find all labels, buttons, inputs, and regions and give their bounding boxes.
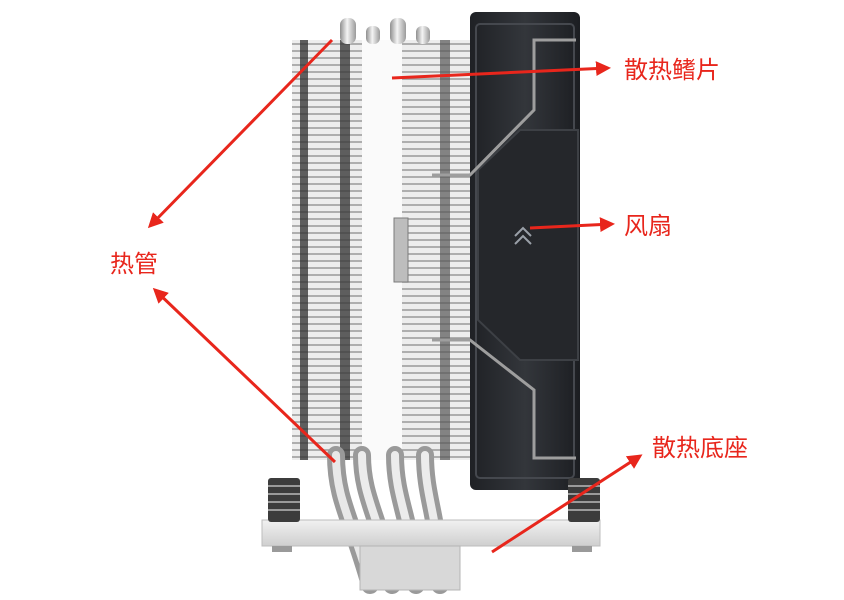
cooler-base (261, 519, 601, 591)
heatpipe-label: 热管 (110, 250, 158, 278)
heatsink-fins (292, 40, 470, 460)
fan-arrow (529, 217, 615, 233)
fan (470, 12, 580, 490)
fins-label: 散热鳍片 (624, 56, 720, 84)
fan-label: 风扇 (624, 212, 672, 240)
base-arrow (491, 454, 643, 554)
retention-bracket (393, 217, 409, 283)
heatpipe-tops (340, 18, 430, 44)
base-label: 散热底座 (652, 434, 748, 462)
heatpipe-arrow-up (147, 38, 334, 229)
heatpipe-arrow-down (152, 287, 337, 464)
chevron-logo-icon (514, 226, 532, 245)
annotation-arrows (147, 38, 643, 554)
spring-screw-left (268, 478, 300, 522)
fins-arrow (391, 61, 611, 80)
fan-clips (432, 38, 576, 460)
